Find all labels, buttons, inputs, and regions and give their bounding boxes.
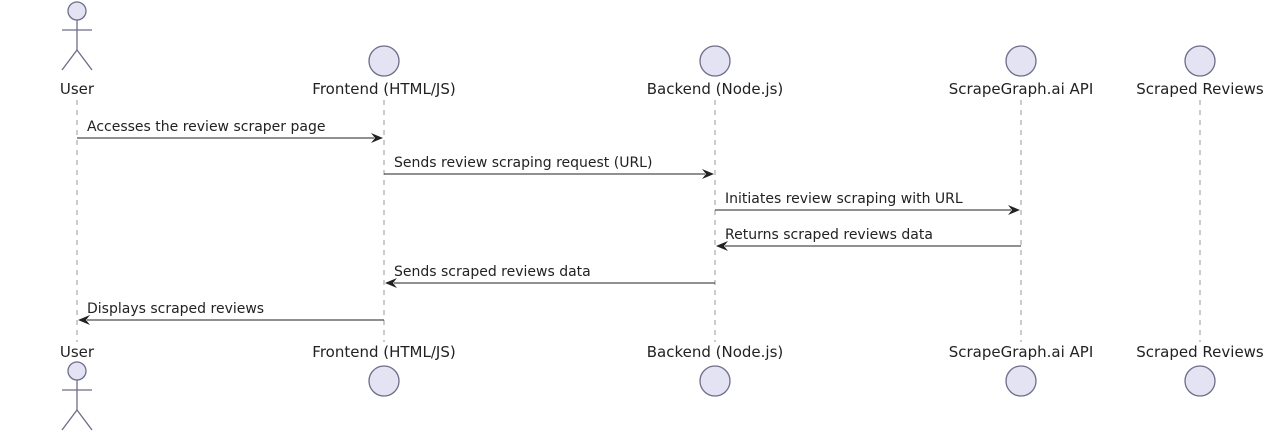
message-3: Initiates review scraping with URL — [715, 191, 1020, 215]
participant-label-top-user: User — [60, 80, 95, 98]
entity-bottom-frontend — [368, 365, 400, 397]
message-6: Displays scraped reviews — [78, 301, 384, 325]
message-4: Returns scraped reviews data — [716, 227, 1021, 251]
actor-top-user — [61, 1, 93, 71]
entity-bottom-api — [1005, 365, 1037, 397]
entity-top-reviews — [1184, 45, 1216, 77]
participant-backend: Backend (Node.js) Backend (Node.js) — [647, 45, 784, 397]
participant-label-top-reviews: Scraped Reviews — [1136, 80, 1264, 98]
participant-label-bottom-reviews: Scraped Reviews — [1136, 343, 1264, 361]
message-label: Sends review scraping request (URL) — [394, 155, 652, 171]
actor-right-leg — [76, 409, 93, 431]
message-label: Displays scraped reviews — [87, 301, 264, 317]
entity-top-frontend — [368, 45, 400, 77]
message-label: Sends scraped reviews data — [394, 264, 591, 280]
participant-api: ScrapeGraph.ai API ScrapeGraph.ai API — [949, 45, 1094, 397]
actor-left-leg — [61, 409, 78, 431]
arrowhead-icon — [1008, 205, 1020, 215]
message-label: Returns scraped reviews data — [725, 227, 933, 243]
actor-head — [67, 361, 87, 381]
actor-left-leg — [61, 49, 78, 71]
arrowhead-icon — [716, 241, 728, 251]
arrowhead-icon — [385, 278, 397, 288]
participant-label-bottom-backend: Backend (Node.js) — [647, 343, 784, 361]
message-label: Initiates review scraping with URL — [725, 191, 963, 207]
message-label: Accesses the review scraper page — [87, 119, 325, 135]
participant-label-top-frontend: Frontend (HTML/JS) — [312, 80, 455, 98]
arrowhead-icon — [371, 133, 383, 143]
message-1: Accesses the review scraper page — [77, 119, 383, 143]
message-2: Sends review scraping request (URL) — [384, 155, 714, 179]
actor-right-leg — [76, 49, 93, 71]
message-5: Sends scraped reviews data — [385, 264, 715, 288]
participant-label-top-api: ScrapeGraph.ai API — [949, 80, 1094, 98]
participant-label-top-backend: Backend (Node.js) — [647, 80, 784, 98]
participant-label-bottom-api: ScrapeGraph.ai API — [949, 343, 1094, 361]
entity-top-api — [1005, 45, 1037, 77]
entity-bottom-backend — [699, 365, 731, 397]
arrowhead-icon — [702, 169, 714, 179]
participant-frontend: Frontend (HTML/JS) Frontend (HTML/JS) — [312, 45, 456, 397]
entity-top-backend — [699, 45, 731, 77]
participant-label-bottom-user: User — [60, 343, 95, 361]
participant-label-bottom-frontend: Frontend (HTML/JS) — [312, 343, 455, 361]
actor-bottom-user — [61, 361, 93, 431]
actor-head — [67, 1, 87, 21]
arrowhead-icon — [78, 315, 90, 325]
entity-bottom-reviews — [1184, 365, 1216, 397]
